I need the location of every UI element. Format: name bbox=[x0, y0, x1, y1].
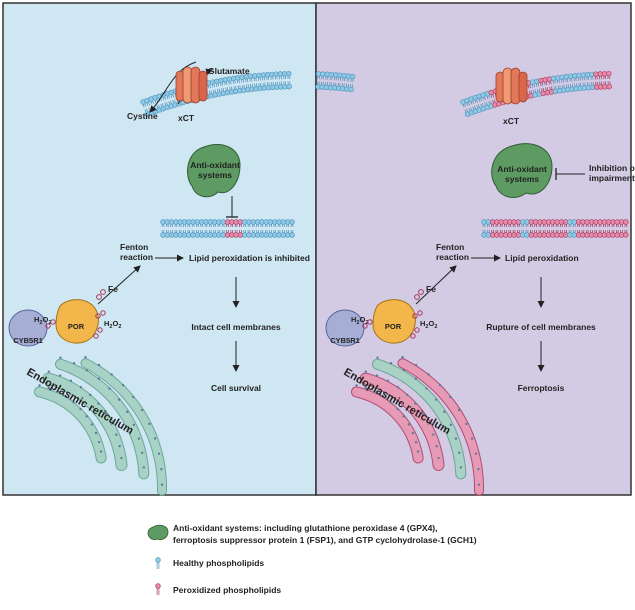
right-xct-label: xCT bbox=[503, 116, 520, 126]
left-por bbox=[55, 299, 99, 344]
svg-text:H2O2: H2O2 bbox=[420, 319, 437, 330]
right-inhibition-label: Inhibition or bbox=[589, 163, 635, 173]
right-membrane-segment bbox=[481, 219, 629, 238]
right-cyb5r1-label: CYB5R1 bbox=[330, 336, 360, 345]
left-membrane-status: Intact cell membranes bbox=[191, 322, 281, 332]
right-inhibition-label-2: impairment bbox=[589, 173, 635, 183]
right-membrane-status: Rupture of cell membranes bbox=[486, 322, 596, 332]
left-membrane-segment bbox=[160, 219, 295, 238]
left-lipid-status: Lipid peroxidation is inhibited bbox=[189, 253, 310, 263]
left-antioxidant-label-2: systems bbox=[198, 170, 232, 180]
legend-healthy-text: Healthy phospholipids bbox=[173, 558, 264, 568]
right-xct-transporter bbox=[495, 67, 528, 105]
right-fe-icon bbox=[414, 289, 424, 300]
right-outcome: Ferroptosis bbox=[518, 383, 565, 393]
right-cell-membrane bbox=[460, 70, 612, 117]
left-por-label: POR bbox=[68, 322, 85, 331]
left-fe-label: Fe bbox=[108, 284, 118, 294]
cystine-label: Cystine bbox=[127, 111, 158, 121]
right-lipid-status: Lipid peroxidation bbox=[505, 253, 579, 263]
right-ros-dots bbox=[362, 310, 423, 339]
right-panel: xCT Anti-oxidant systems Inhibition or i… bbox=[325, 67, 635, 496]
left-panel-background bbox=[2, 2, 317, 496]
left-cyb5r1-label: CYB5R1 bbox=[13, 336, 43, 345]
right-fenton-label: Fenton bbox=[436, 242, 464, 252]
legend-antioxidant-text: Anti-oxidant systems: including glutathi… bbox=[173, 523, 437, 533]
right-antioxidant-systems bbox=[491, 143, 553, 198]
legend-peroxidized-text: Peroxidized phospholipids bbox=[173, 585, 281, 595]
right-fenton-label-2: reaction bbox=[436, 252, 469, 262]
right-panel-background bbox=[315, 2, 632, 496]
right-por-label: POR bbox=[385, 322, 402, 331]
left-antioxidant-systems bbox=[187, 143, 241, 198]
right-fe-label: Fe bbox=[426, 284, 436, 294]
left-h2o2-right-label: H2O2 bbox=[104, 319, 121, 330]
svg-text:H2O2: H2O2 bbox=[104, 319, 121, 330]
legend-antioxidant-text-2: ferroptosis suppressor protein 1 (FSP1),… bbox=[173, 535, 477, 545]
left-ros-dots bbox=[45, 310, 106, 339]
left-xct-label: xCT bbox=[178, 113, 195, 123]
legend-antioxidant-icon bbox=[147, 524, 169, 540]
right-antioxidant-label-2: systems bbox=[505, 174, 539, 184]
right-antioxidant-label: Anti-oxidant bbox=[497, 164, 547, 174]
right-endoplasmic-reticulum bbox=[351, 356, 484, 496]
legend-peroxidized-phospholipid-icon bbox=[155, 583, 161, 595]
legend-healthy-phospholipid-icon bbox=[155, 557, 161, 569]
left-h2o2-left-label: H2O2 bbox=[34, 315, 51, 326]
right-h2o2-left-label: H2O2 bbox=[351, 315, 368, 326]
left-fenton-label: Fenton bbox=[120, 242, 148, 252]
right-por bbox=[372, 299, 416, 344]
svg-text:H2O2: H2O2 bbox=[351, 315, 368, 326]
right-h2o2-right-label: H2O2 bbox=[420, 319, 437, 330]
glutamate-label: Glutamate bbox=[208, 66, 250, 76]
left-endoplasmic-reticulum bbox=[34, 356, 167, 496]
left-xct-transporter bbox=[149, 61, 213, 113]
left-fenton-label-2: reaction bbox=[120, 252, 153, 262]
left-fe-icon bbox=[96, 289, 106, 300]
left-panel: Glutamate Cystine xCT Anti-oxidant syste… bbox=[8, 61, 356, 496]
legend: Anti-oxidant systems: including glutathi… bbox=[147, 523, 477, 595]
svg-text:H2O2: H2O2 bbox=[34, 315, 51, 326]
left-antioxidant-label: Anti-oxidant bbox=[190, 160, 240, 170]
left-outcome: Cell survival bbox=[211, 383, 261, 393]
